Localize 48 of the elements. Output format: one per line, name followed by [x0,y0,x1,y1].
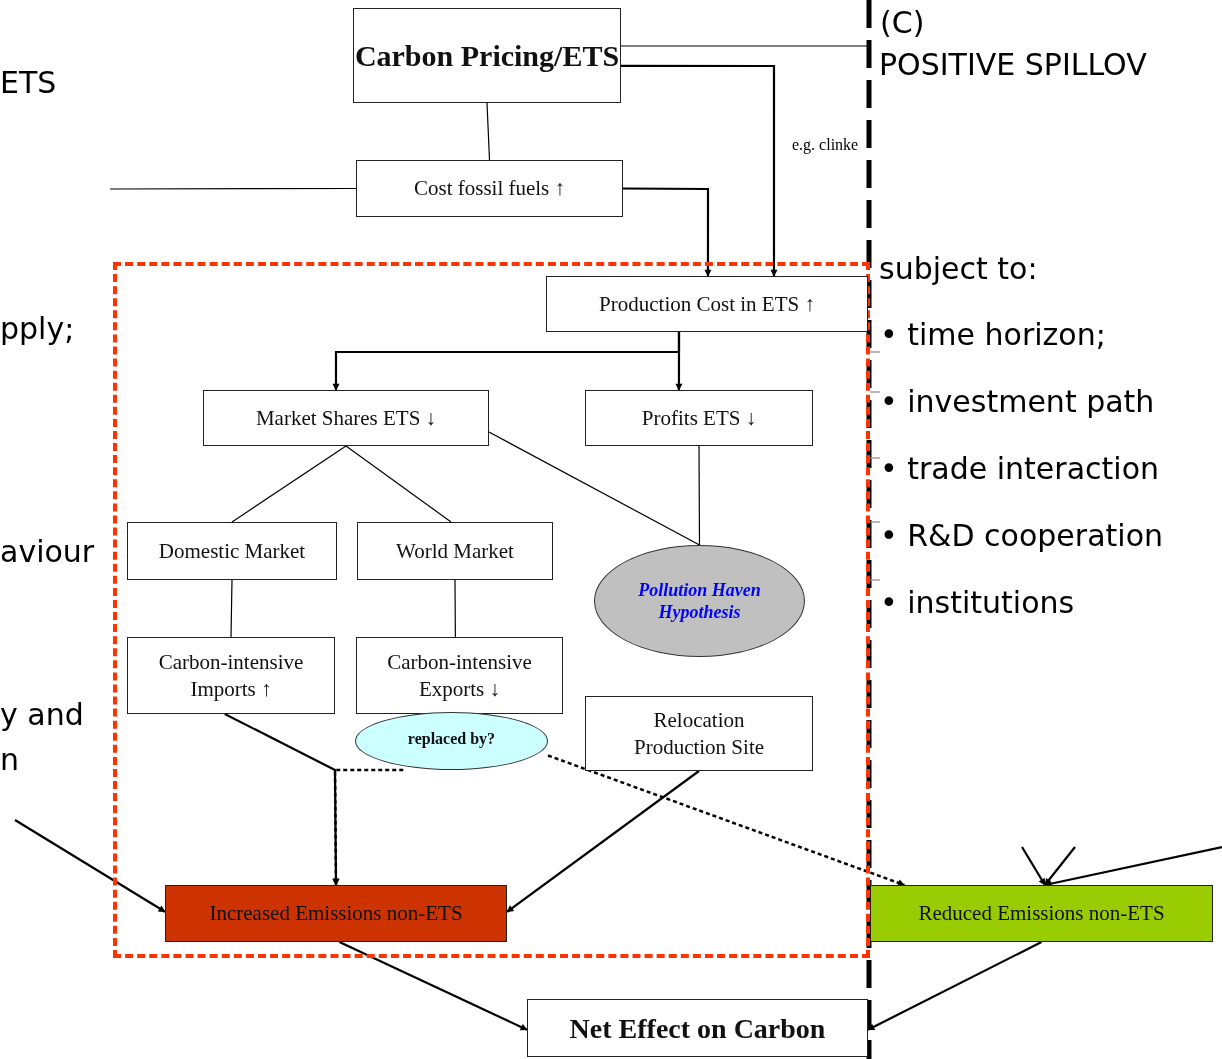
process-box: Cost fossil fuels ↑ [356,160,623,217]
arrow [338,941,528,1031]
arrow [1044,846,1076,886]
process-box: Profits ETS ↓ [585,390,813,446]
arrow [547,754,905,887]
dashed-region [113,262,870,958]
ellipse-node: replaced by? [355,712,548,770]
arrow [1021,846,1046,886]
connector-line [231,445,347,523]
process-box: Market Shares ETS ↓ [203,390,489,446]
fragment-text: pply; [0,312,75,345]
arrow [14,819,166,913]
arrow [506,770,700,913]
fragment-text: aviour [0,535,95,568]
list-item: • trade interaction [880,452,1159,485]
process-box: Carbon-intensive Exports ↓ [356,637,563,714]
ellipse-node: Pollution Haven Hypothesis [594,545,805,657]
list-heading: subject to: [879,252,1038,285]
process-box: World Market [357,522,553,580]
arrow [867,941,1042,1031]
connector-line [230,579,233,638]
arrow [621,64,778,277]
connector-line [345,445,452,523]
section-heading: POSITIVE SPILLOV [879,48,1147,81]
list-item: • R&D cooperation [880,519,1163,552]
process-box: Net Effect on Carbon [527,999,868,1057]
edge-label: e.g. clinke [792,137,859,153]
process-box: Carbon Pricing/ETS [353,8,621,103]
list-item: • time horizon; [880,318,1106,351]
fragment-text: y and n [0,696,85,779]
section-heading: (C) [880,6,925,39]
arrow [623,187,712,277]
connector-line [454,579,456,638]
process-box: Carbon-intensive Imports ↑ [127,637,335,714]
process-box: Increased Emissions non-ETS [165,885,507,942]
connector-line [109,187,357,190]
connector-line [698,445,701,546]
connector-line [486,102,491,161]
process-box: Relocation Production Site [585,696,813,771]
fragment-text: ETS [0,66,57,99]
arrow [332,768,404,886]
connector-line [488,431,701,546]
process-box: Reduced Emissions non-ETS [870,885,1213,942]
list-item: • investment path [880,385,1155,418]
process-box: Production Cost in ETS ↑ [546,276,868,332]
process-box: Domestic Market [127,522,337,580]
arrow [675,332,683,391]
list-item: • institutions [880,586,1075,619]
